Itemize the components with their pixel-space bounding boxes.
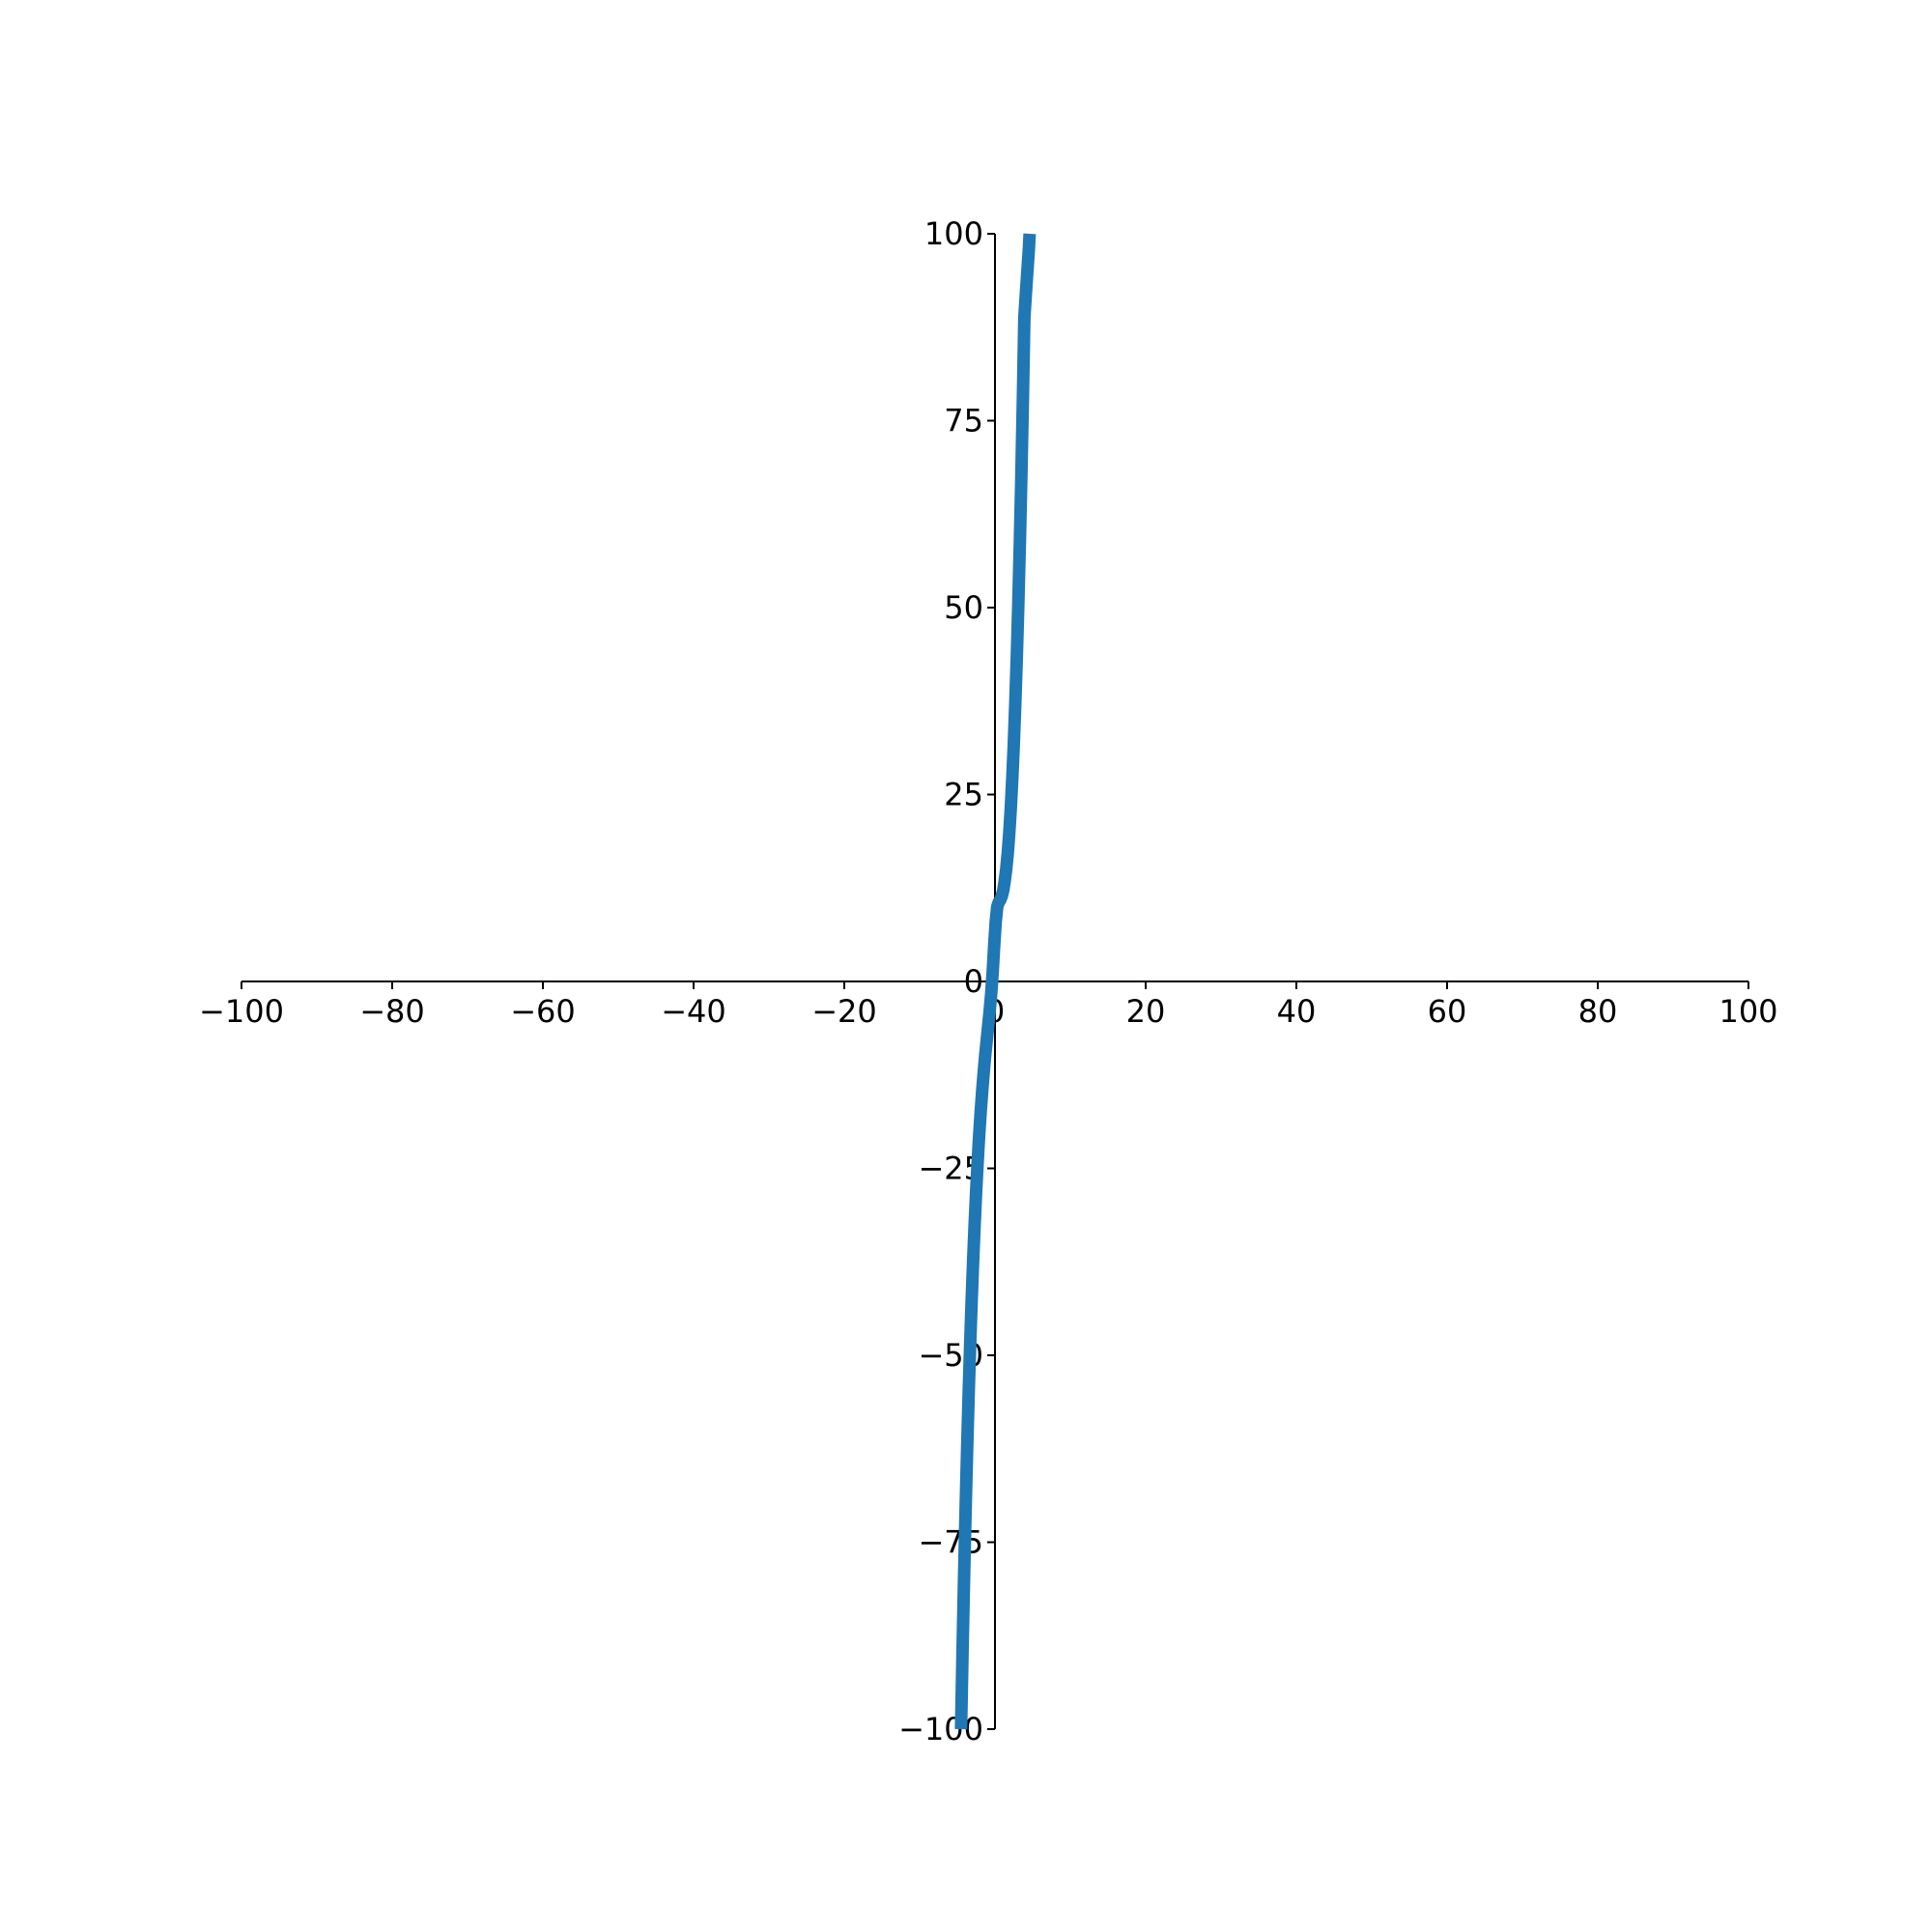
x-tick-label: 100 [1719, 993, 1777, 1030]
x-tick-label: −40 [661, 993, 726, 1030]
x-tick-label: −100 [199, 993, 284, 1030]
x-tick-label: 20 [1126, 993, 1166, 1030]
y-tick-label: −75 [918, 1524, 983, 1561]
x-tick-label: 60 [1428, 993, 1467, 1030]
y-tick-label: 75 [944, 403, 983, 440]
x-tick-label: −60 [510, 993, 576, 1030]
y-tick-label: 25 [944, 777, 983, 813]
y-tick-label: 0 [964, 963, 983, 1000]
series-line [954, 233, 1037, 1730]
x-tick-label: 80 [1578, 993, 1618, 1030]
x-tick-label: −80 [359, 993, 425, 1030]
x-tick-label: −20 [811, 993, 877, 1030]
y-tick-label: −100 [898, 1711, 983, 1747]
y-tick-label: 50 [944, 589, 983, 626]
x-tick-label: 40 [1277, 993, 1317, 1030]
y-tick-label: 100 [924, 215, 983, 252]
